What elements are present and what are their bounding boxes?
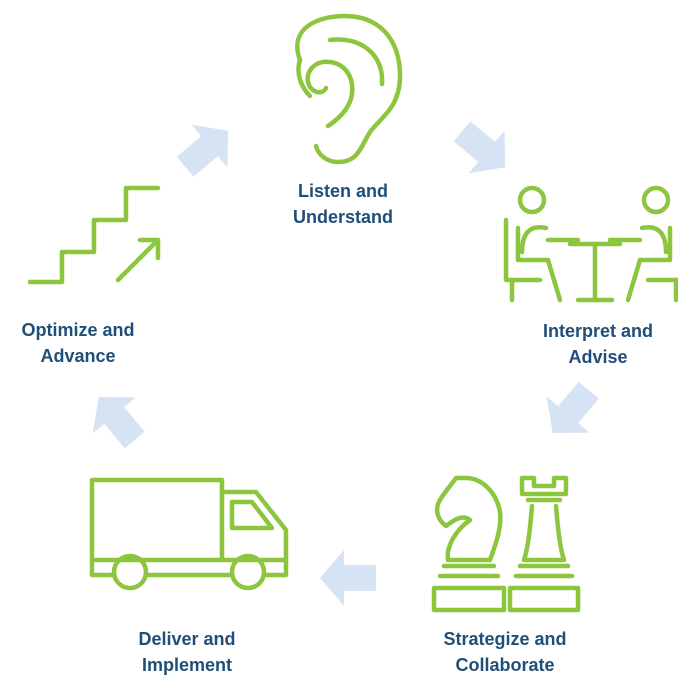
step-label-deliver-and-implement: Deliver and Implement	[112, 626, 262, 678]
step-label-line: Strategize and	[443, 629, 567, 649]
arrow-interpret-to-strategize	[546, 381, 599, 433]
ear-icon	[295, 13, 403, 165]
arrow-optimize-to-listen	[176, 124, 228, 177]
step-label-line: Deliver and	[138, 629, 236, 649]
stairs-growth-icon	[27, 185, 161, 285]
step-label-strategize-and-collaborate: Strategize and Collaborate	[420, 626, 590, 678]
meeting-table-icon	[503, 185, 678, 303]
arrow-strategize-to-deliver	[320, 550, 376, 606]
step-label-line: Advance	[40, 346, 116, 366]
step-label-interpret-and-advise: Interpret and Advise	[518, 318, 678, 370]
arrow-deliver-to-optimize	[92, 397, 145, 449]
step-label-line: Advise	[568, 347, 628, 367]
step-label-line: Interpret and	[542, 321, 653, 341]
step-label-listen-and-understand: Listen and Understand	[268, 178, 418, 230]
delivery-truck-icon	[89, 477, 289, 591]
step-label-line: Implement	[141, 655, 233, 675]
step-label-line: Listen and	[297, 181, 388, 201]
step-label-line: Optimize and	[21, 320, 135, 340]
step-label-line: Understand	[292, 207, 393, 227]
step-label-optimize-and-advance: Optimize and Advance	[2, 317, 154, 369]
arrow-listen-to-interpret	[453, 121, 505, 174]
chess-pieces-icon	[431, 475, 581, 613]
step-label-line: Collaborate	[455, 655, 555, 675]
